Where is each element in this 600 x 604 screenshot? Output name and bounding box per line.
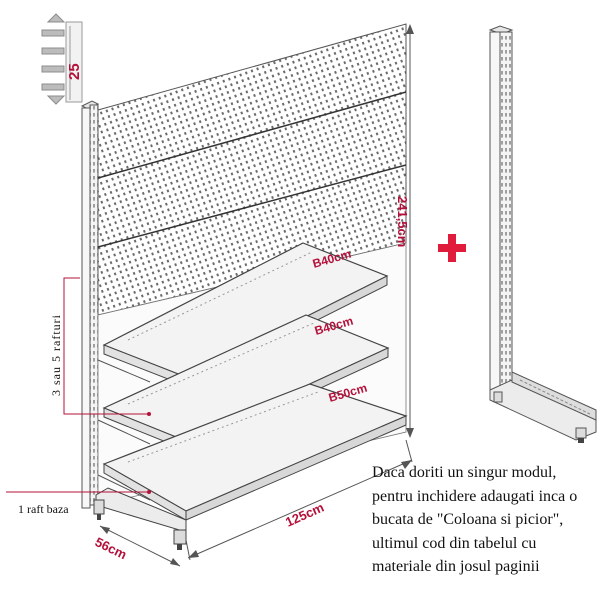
section-number-badge: 25 [40,13,86,105]
depth-dimension [99,525,181,567]
instruction-note: Daca doriti un singur modul, pentru inch… [372,461,594,579]
shelf-bottom [102,383,408,521]
plus-icon [438,234,466,262]
height-label: 241,5cm [395,196,410,247]
note-line: Daca doriti un singur modul, [372,464,557,481]
base-shelf-label: 1 raft baza [18,502,69,516]
shelves-range-label: 3 sau 5 rafturi [49,314,63,396]
height-dimension [406,24,414,438]
note-line: ultimul cod din tabelul cu [372,534,537,552]
length-dimension [185,439,413,561]
shelf-brackets [97,359,151,501]
base-plinth [93,487,187,550]
length-label: 125cm [283,500,326,530]
pegboard-panel [97,23,407,316]
column-and-foot [488,25,597,443]
badge-number: 25 [66,63,83,80]
depth-label: 56cm [93,534,129,562]
note-line: materiale din josul paginii [372,558,540,575]
note-line: bucata de "Coloana si picior", [372,511,564,528]
left-upright [80,100,100,509]
note-line: pentru inchidere adaugati inca o [372,487,578,505]
callout-lines [6,277,148,493]
